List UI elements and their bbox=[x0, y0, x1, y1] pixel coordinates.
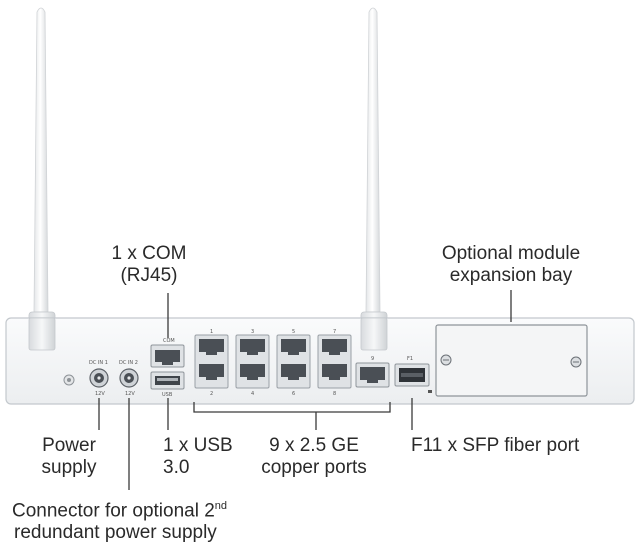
com-port bbox=[150, 344, 185, 368]
dc-in-1-label: DC IN 1 bbox=[89, 360, 108, 366]
rj45-port-bottom bbox=[322, 364, 347, 380]
usb-callout-line1: 1 x USB bbox=[163, 435, 233, 456]
port-number-bottom: 2 bbox=[210, 391, 213, 397]
port-number-bottom: 8 bbox=[333, 391, 336, 397]
sfp-callout-label: F11 x SFP fiber port bbox=[411, 435, 580, 456]
port-number-top: 5 bbox=[292, 329, 295, 335]
copper-callout-label: 9 x 2.5 GE copper ports bbox=[244, 435, 384, 479]
dc-in-2-voltage: 12V bbox=[125, 391, 135, 397]
redundant-callout-text: Connector for optional 2 bbox=[12, 500, 215, 522]
redundant-power-callout-label: Connector for optional 2nd redundant pow… bbox=[12, 495, 227, 544]
usb-callout-line2: 3.0 bbox=[163, 457, 190, 478]
expansion-bay-cover bbox=[435, 324, 588, 397]
port-number-bottom: 4 bbox=[251, 391, 254, 397]
ground-screw-icon bbox=[63, 374, 75, 386]
dc-in-2-connector bbox=[119, 368, 139, 388]
port-number-top: 1 bbox=[210, 329, 213, 335]
rj45-port-top bbox=[281, 339, 306, 355]
status-led bbox=[428, 390, 432, 393]
usb-port bbox=[150, 371, 185, 390]
usb-callout-label: 1 x USB 3.0 bbox=[163, 435, 233, 479]
antenna-left bbox=[28, 7, 56, 351]
expansion-callout-label: Optional module expansion bay bbox=[421, 243, 601, 287]
rj45-port-block: 1 2 3 4 5 6 7 8 bbox=[194, 329, 352, 397]
rj45-port-9 bbox=[355, 362, 390, 388]
expansion-callout-line2: expansion bay bbox=[449, 265, 573, 286]
redundant-callout-superscript: nd bbox=[214, 500, 228, 512]
leader-lines bbox=[98, 290, 512, 490]
com-callout-label: 1 x COM (RJ45) bbox=[89, 243, 209, 287]
port-9-number: 9 bbox=[371, 356, 374, 362]
usb-port-label: USB bbox=[162, 392, 173, 398]
rj45-port-bottom bbox=[240, 364, 265, 380]
dc-in-1-voltage: 12V bbox=[95, 391, 105, 397]
sfp-port bbox=[394, 363, 430, 387]
com-callout-line1: 1 x COM bbox=[111, 243, 187, 264]
copper-callout-line2: copper ports bbox=[261, 457, 367, 478]
rj45-port-top bbox=[240, 339, 265, 355]
copper-callout-line1: 9 x 2.5 GE bbox=[269, 435, 359, 456]
rj45-port-bottom bbox=[199, 364, 224, 380]
expansion-callout-line1: Optional module bbox=[441, 243, 581, 264]
sfp-port-label: F1 bbox=[407, 356, 413, 362]
com-callout-line2: (RJ45) bbox=[120, 265, 178, 286]
antenna-right bbox=[360, 7, 388, 351]
port-number-bottom: 6 bbox=[292, 391, 295, 397]
com-port-label: COM bbox=[163, 338, 175, 344]
rj45-port-top bbox=[322, 339, 347, 355]
redundant-callout-line2: redundant power supply bbox=[14, 522, 217, 544]
rj45-port-bottom bbox=[281, 364, 306, 380]
power-callout-line1: Power bbox=[42, 435, 96, 456]
dc-in-2-label: DC IN 2 bbox=[119, 360, 138, 366]
dc-in-1-connector bbox=[89, 368, 109, 388]
redundant-callout-line1: Connector for optional 2nd bbox=[12, 495, 227, 522]
port-number-top: 3 bbox=[251, 329, 254, 335]
rj45-port-top bbox=[199, 339, 224, 355]
power-callout-line2: supply bbox=[41, 457, 97, 478]
port-number-top: 7 bbox=[333, 329, 336, 335]
power-callout-label: Power supply bbox=[29, 435, 109, 479]
